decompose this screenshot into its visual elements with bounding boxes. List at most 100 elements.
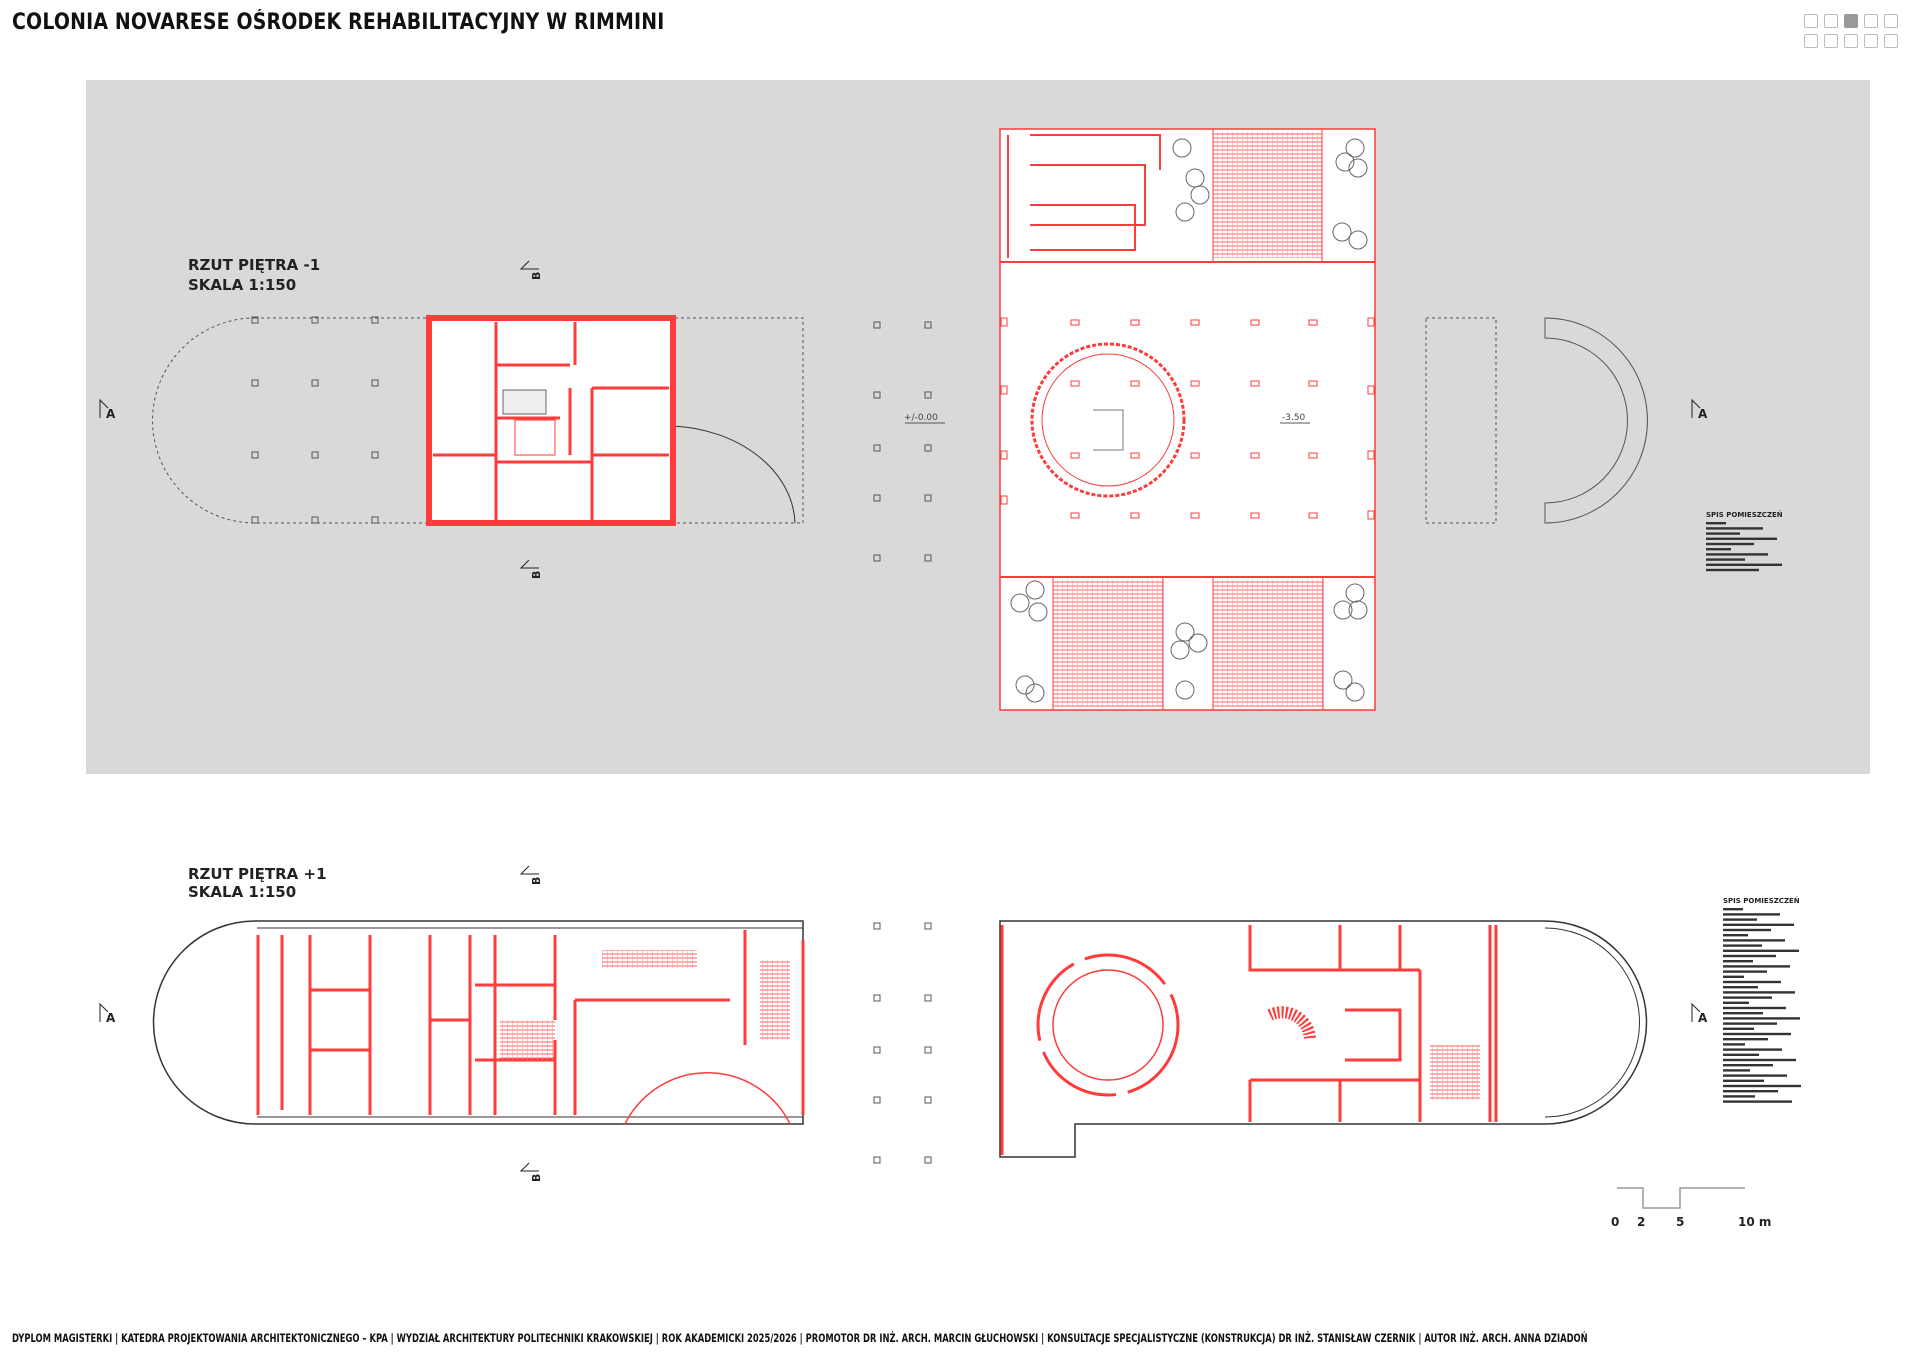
room-legend: SPIS POMIESZCZEŃ xyxy=(1723,896,1801,1103)
column xyxy=(873,494,881,502)
spiral-stair xyxy=(1267,1006,1316,1041)
legend-entry xyxy=(1723,1027,1754,1030)
tree-icon xyxy=(1175,622,1195,642)
page-indicator-3[interactable] xyxy=(1844,14,1858,28)
column xyxy=(1130,380,1140,387)
column xyxy=(873,922,881,930)
legend-entry xyxy=(1706,548,1731,551)
section-arrow-icon xyxy=(99,1002,109,1022)
tree-icon xyxy=(1025,683,1045,703)
half-ring-wall xyxy=(1544,317,1648,524)
page-indicator-6[interactable] xyxy=(1804,34,1818,48)
seating-hatch xyxy=(1213,580,1323,707)
column xyxy=(924,1046,932,1054)
lower-level-panel xyxy=(86,80,1870,774)
column xyxy=(1000,385,1008,395)
section-label: B xyxy=(530,877,543,885)
svg-text:5: 5 xyxy=(1676,1215,1684,1229)
column xyxy=(1070,512,1080,519)
legend-entry xyxy=(1723,939,1785,942)
column xyxy=(1190,452,1200,459)
page-indicator-1[interactable] xyxy=(1804,14,1818,28)
column xyxy=(1130,452,1140,459)
tree-icon xyxy=(1025,580,1045,600)
column xyxy=(371,451,379,459)
legend-entry xyxy=(1723,949,1799,952)
section-label: A xyxy=(106,1011,116,1025)
dashed-outline-west-wing xyxy=(152,317,804,524)
east-wing-walls xyxy=(1000,925,1498,1155)
legend-entry xyxy=(1723,1058,1796,1062)
column xyxy=(1367,317,1375,327)
column xyxy=(1130,512,1140,519)
column xyxy=(924,321,932,329)
legend-entry xyxy=(1723,1064,1773,1067)
column xyxy=(873,444,881,452)
legend-entry xyxy=(1723,1022,1777,1025)
column xyxy=(1367,450,1375,460)
legend-entry xyxy=(1723,986,1758,989)
column xyxy=(1367,385,1375,395)
legend-entry xyxy=(1723,965,1790,968)
column xyxy=(1070,452,1080,459)
column xyxy=(251,451,259,459)
section-arrow-icon xyxy=(519,865,539,875)
page-indicator-9[interactable] xyxy=(1864,34,1878,48)
column xyxy=(1000,495,1008,505)
legend-entry xyxy=(1723,954,1776,958)
column xyxy=(371,316,379,324)
column xyxy=(873,1096,881,1104)
tree-icon xyxy=(1172,138,1192,158)
legend-entry xyxy=(1723,980,1781,984)
section-label: A xyxy=(106,407,116,421)
svg-text:-3.50: -3.50 xyxy=(1282,413,1306,423)
page-indicator-2[interactable] xyxy=(1824,14,1838,28)
legend-entry xyxy=(1706,522,1726,525)
legend-entry xyxy=(1723,970,1767,973)
column xyxy=(1190,512,1200,519)
column xyxy=(873,321,881,329)
svg-text:SPIS POMIESZCZEŃ: SPIS POMIESZCZEŃ xyxy=(1706,510,1783,519)
column xyxy=(251,516,259,524)
legend-entry xyxy=(1723,1074,1787,1077)
section-label: B xyxy=(530,272,543,280)
column xyxy=(924,494,932,502)
courtyard-building: -3.50 xyxy=(999,128,1376,711)
legend-entry xyxy=(1723,1006,1786,1010)
tree-icon xyxy=(1175,680,1195,700)
column xyxy=(1190,319,1200,326)
legend-entry xyxy=(1723,923,1794,926)
page-indicator-4[interactable] xyxy=(1864,14,1878,28)
page-indicator-10[interactable] xyxy=(1884,34,1898,48)
section-label: B xyxy=(530,571,543,579)
section-arrow-icon xyxy=(519,1162,539,1172)
column xyxy=(311,451,319,459)
column xyxy=(873,1156,881,1164)
column xyxy=(1130,319,1140,326)
structural-columns xyxy=(251,316,1375,1164)
sheet-pager[interactable] xyxy=(1804,14,1898,48)
section-arrow-icon xyxy=(99,398,109,418)
legend-entry xyxy=(1723,1069,1750,1072)
legend-entry xyxy=(1723,928,1771,932)
legend-entry xyxy=(1723,1100,1792,1103)
trees xyxy=(1010,138,1368,703)
page-indicator-5[interactable] xyxy=(1884,14,1898,28)
circular-room xyxy=(1030,342,1186,498)
column xyxy=(924,922,932,930)
sheet-footer: DYPLOM MAGISTERKI | KATEDRA PROJEKTOWANI… xyxy=(12,1331,1588,1345)
legend-entry xyxy=(1723,1084,1801,1088)
legend-entry xyxy=(1706,527,1763,530)
column xyxy=(1000,450,1008,460)
scale-bar: 0 2 5 10 m xyxy=(1611,1187,1771,1229)
legend-entry xyxy=(1723,975,1744,978)
column xyxy=(1308,319,1318,326)
legend-entry xyxy=(1723,1048,1782,1051)
page-indicator-8[interactable] xyxy=(1844,34,1858,48)
page-indicator-7[interactable] xyxy=(1824,34,1838,48)
svg-text:+/-0.00: +/-0.00 xyxy=(904,413,938,423)
section-label: B xyxy=(530,1174,543,1182)
column xyxy=(251,379,259,387)
